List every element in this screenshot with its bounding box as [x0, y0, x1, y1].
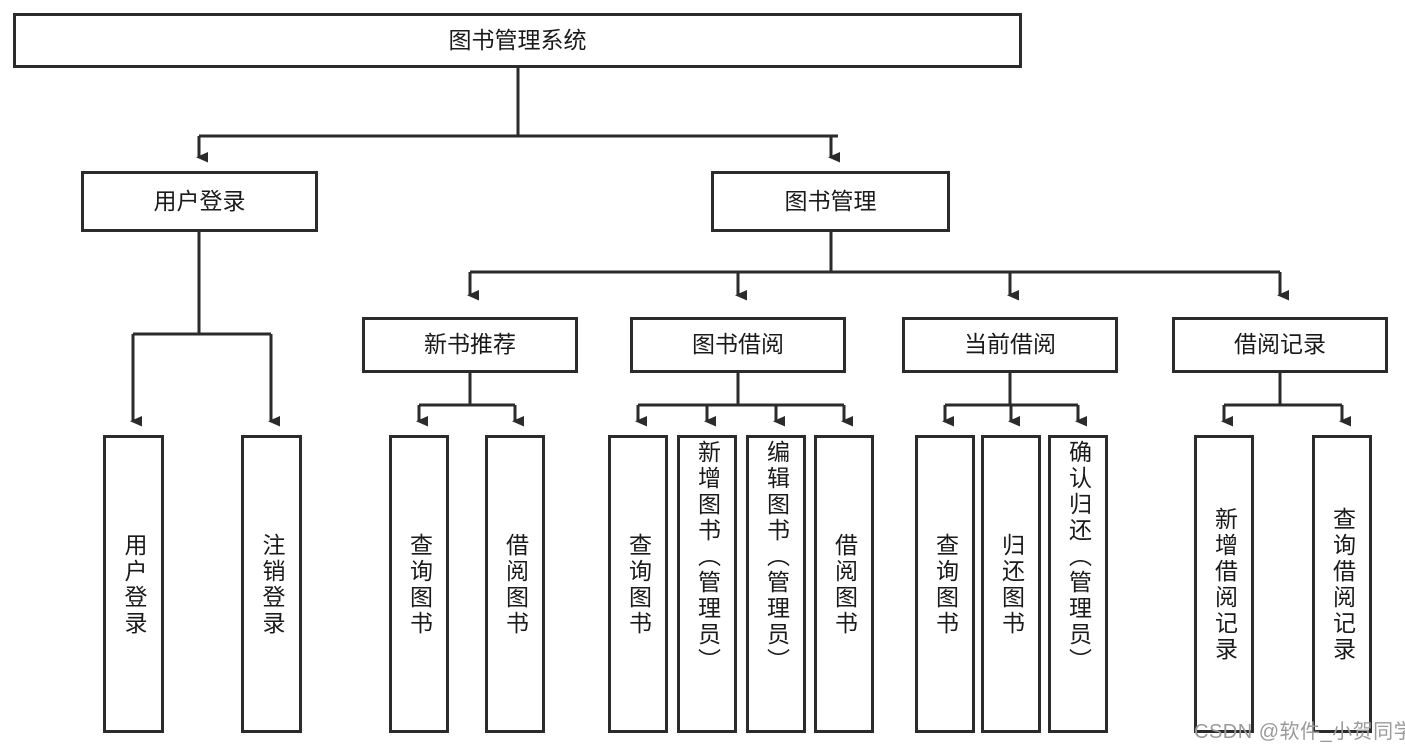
node-leaf-query-book-1-label: 查询图书: [406, 533, 433, 637]
node-leaf-user-login[interactable]: 用户登录: [103, 435, 164, 733]
node-leaf-confirm-return[interactable]: 确认归还（管理员）: [1048, 435, 1108, 733]
node-book-borrow-label: 图书借阅: [692, 331, 784, 358]
node-user-login-label: 用户登录: [153, 187, 246, 214]
node-leaf-borrow-book-2-label: 借阅图书: [831, 533, 858, 637]
node-leaf-query-book-1[interactable]: 查询图书: [389, 435, 449, 733]
node-leaf-borrow-book-2[interactable]: 借阅图书: [814, 435, 874, 733]
node-leaf-return-book-label: 归还图书: [998, 533, 1025, 637]
node-leaf-query-record-label: 查询借阅记录: [1329, 507, 1356, 663]
node-leaf-query-book-3-label: 查询图书: [932, 533, 959, 637]
node-leaf-user-logout-label: 注销登录: [259, 533, 285, 637]
node-leaf-borrow-book-1-label: 借阅图书: [502, 533, 529, 637]
node-root-label: 图书管理系统: [448, 26, 587, 53]
node-new-book-recommend[interactable]: 新书推荐: [362, 317, 578, 373]
node-leaf-query-book-2[interactable]: 查询图书: [608, 435, 668, 733]
node-book-borrow[interactable]: 图书借阅: [630, 317, 846, 373]
node-leaf-add-record[interactable]: 新增借阅记录: [1194, 435, 1254, 733]
node-leaf-edit-book-label: 编辑图书（管理员）: [763, 440, 790, 674]
csdn-watermark: CSDN @软件_小贺同学: [1194, 721, 1405, 743]
node-current-borrow-label: 当前借阅: [964, 331, 1056, 358]
node-user-login[interactable]: 用户登录: [81, 171, 318, 232]
node-leaf-return-book[interactable]: 归还图书: [981, 435, 1041, 733]
node-leaf-confirm-return-label: 确认归还（管理员）: [1065, 440, 1092, 674]
node-borrow-record-label: 借阅记录: [1234, 331, 1326, 358]
node-leaf-user-logout[interactable]: 注销登录: [241, 435, 302, 733]
node-root[interactable]: 图书管理系统: [13, 13, 1022, 68]
node-leaf-edit-book[interactable]: 编辑图书（管理员）: [746, 435, 806, 733]
node-leaf-query-book-3[interactable]: 查询图书: [915, 435, 975, 733]
node-book-management-label: 图书管理: [784, 187, 877, 214]
node-current-borrow[interactable]: 当前借阅: [902, 317, 1118, 373]
node-leaf-add-record-label: 新增借阅记录: [1211, 507, 1238, 663]
node-leaf-query-book-2-label: 查询图书: [625, 533, 652, 637]
node-borrow-record[interactable]: 借阅记录: [1172, 317, 1388, 373]
node-leaf-borrow-book-1[interactable]: 借阅图书: [485, 435, 545, 733]
node-new-book-recommend-label: 新书推荐: [424, 331, 516, 358]
node-leaf-add-book[interactable]: 新增图书（管理员）: [677, 435, 737, 733]
node-book-management[interactable]: 图书管理: [711, 171, 950, 232]
node-leaf-add-book-label: 新增图书（管理员）: [694, 440, 721, 674]
node-leaf-query-record[interactable]: 查询借阅记录: [1312, 435, 1372, 733]
node-leaf-user-login-label: 用户登录: [121, 533, 147, 637]
